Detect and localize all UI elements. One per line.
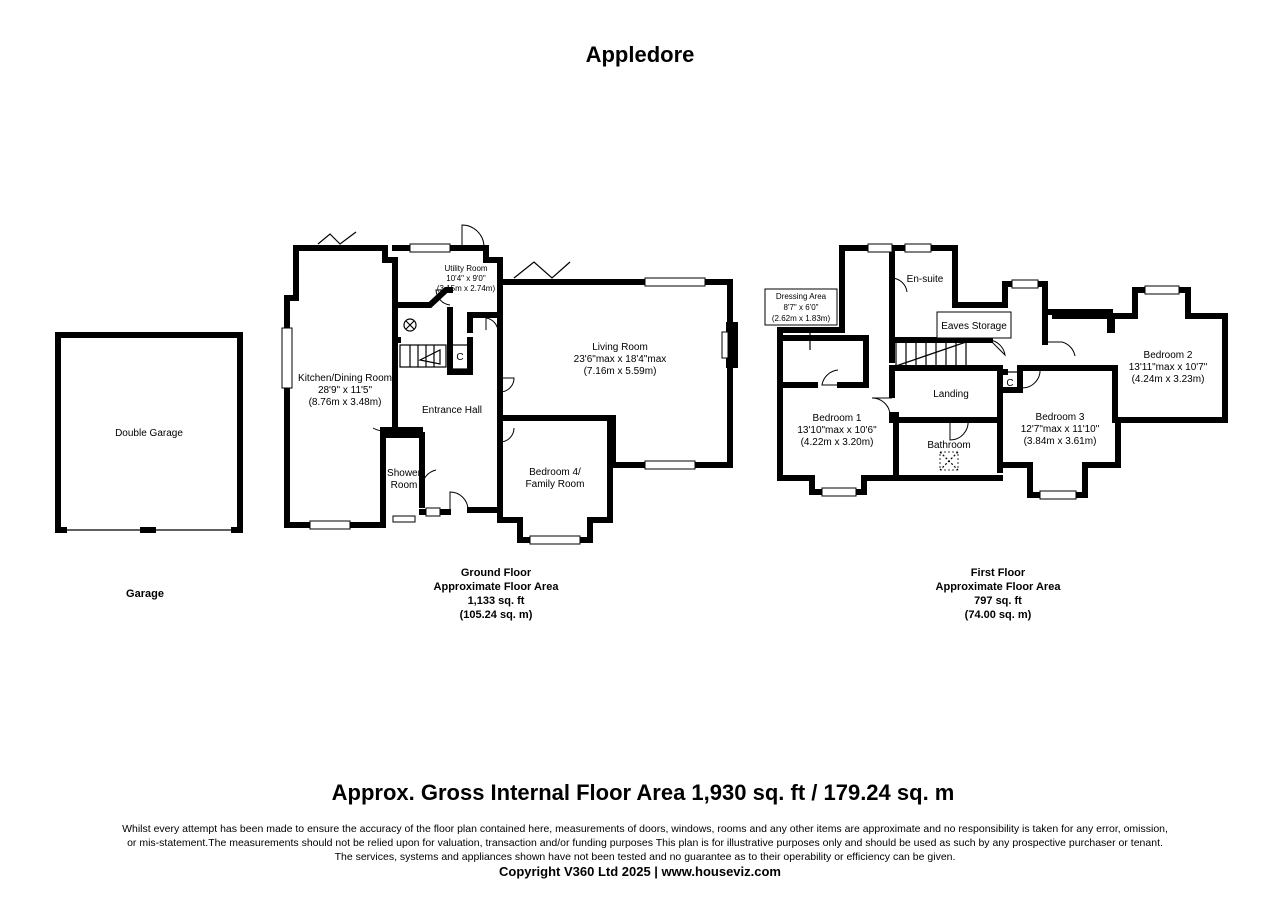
kitchen-door[interactable] [372, 405, 396, 432]
first-floor-area-sqft: 797 sq. ft [974, 595, 1022, 607]
bedroom1-window [821, 487, 857, 497]
room-label: Family Room [526, 479, 585, 490]
room-label: En-suite [907, 274, 944, 285]
room-dims: 8'7" x 6'0" [784, 303, 819, 312]
bifold-door[interactable] [317, 231, 357, 245]
ground-floor-area-sqm: (105.24 sq. m) [460, 609, 533, 621]
room-dims: 28'9" x 11'5" [318, 385, 373, 396]
front-door[interactable] [449, 491, 469, 511]
room-label: Entrance Hall [422, 405, 482, 416]
cupboard-label: C [1006, 378, 1013, 389]
bedroom1-window [867, 243, 893, 253]
landing-window [1011, 279, 1039, 289]
bedroom3-window [1039, 490, 1077, 500]
bifold-door[interactable] [513, 261, 571, 279]
kitchen-window [309, 520, 351, 530]
cupboard [451, 344, 469, 370]
utility-external-door[interactable] [461, 224, 485, 248]
room-dims: (4.22m x 3.20m) [801, 437, 874, 448]
room-label: Eaves Storage [941, 321, 1007, 332]
cupboard [1001, 371, 1019, 391]
living-window [644, 277, 706, 287]
room-label: Bedroom 1 [813, 413, 862, 424]
ensuite-window [904, 243, 932, 253]
dressing-area-box [764, 288, 838, 326]
room-label: Bedroom 4/ [529, 467, 581, 478]
kitchen-window [281, 327, 293, 389]
room-label: Landing [933, 389, 969, 400]
bedroom4-window [529, 535, 581, 545]
disclaimer-line: or mis-statement.The measurements should… [127, 837, 1163, 849]
bedroom3-door[interactable] [1021, 367, 1041, 389]
room-dims: 23'6"max x 18'4"max [574, 354, 667, 365]
cupboard-label: C [456, 352, 463, 363]
room-dims: 13'11"max x 10'7" [1129, 362, 1208, 373]
bedroom1-door[interactable] [871, 397, 892, 415]
room-label: Bathroom [927, 440, 970, 451]
room-label: Room [391, 480, 418, 491]
room-label: Living Room [592, 342, 648, 353]
garage-walls [55, 332, 243, 533]
ground-floor-plan: C Utility Room 10'4" x 9'0" (3.15m x 2.7… [281, 224, 738, 621]
garage-plan: Double Garage Garage [55, 332, 243, 600]
plan-title: Appledore [585, 42, 695, 67]
room-label: Double Garage [115, 428, 183, 439]
eaves-storage-box [936, 311, 1012, 339]
room-dims: 10'4" x 9'0" [446, 274, 486, 283]
skylight [939, 451, 959, 471]
living-window [644, 460, 696, 470]
bedroom4-door[interactable] [499, 427, 515, 443]
bathroom-door[interactable] [949, 419, 969, 441]
room-dims: (3.15m x 2.74m) [437, 284, 496, 293]
disclaimer: Whilst every attempt has been made to en… [60, 822, 1230, 864]
garage-post [140, 527, 156, 533]
first-floor-plan: Eaves Storage Dressing Area 8'7" x 6'0" … [764, 243, 1228, 621]
ground-floor-caption: Approximate Floor Area [434, 581, 560, 593]
ground-floor-area-sqft: 1,133 sq. ft [468, 595, 525, 607]
ground-stairs [399, 344, 447, 368]
bedroom2-window [1144, 285, 1180, 295]
first-floor-area-sqm: (74.00 sq. m) [965, 609, 1032, 621]
gross-floor-area: Approx. Gross Internal Floor Area 1,930 … [331, 780, 955, 805]
room-dims: (7.16m x 5.59m) [584, 366, 657, 377]
eaves-door[interactable] [989, 339, 1006, 357]
utility-door[interactable] [435, 289, 452, 306]
room-label: Kitchen/Dining Room [298, 373, 392, 384]
room-dims: (4.24m x 3.23m) [1132, 374, 1205, 385]
shower-window [392, 515, 416, 523]
copyright: Copyright V360 Ltd 2025 | www.houseviz.c… [498, 864, 781, 879]
bedroom2-door[interactable] [1045, 341, 1076, 357]
first-floor-caption: Approximate Floor Area [936, 581, 1062, 593]
room-label: Dressing Area [776, 292, 827, 301]
room-label: Bedroom 2 [1144, 350, 1193, 361]
hall-window [425, 507, 441, 517]
hall-door[interactable] [485, 317, 499, 333]
utility-window [409, 243, 451, 253]
room-dims: (3.84m x 3.61m) [1024, 436, 1097, 447]
shower-door[interactable] [421, 468, 437, 487]
room-label: Bedroom 3 [1036, 412, 1085, 423]
ensuite-door[interactable] [891, 277, 908, 295]
room-dims: (8.76m x 3.48m) [309, 397, 382, 408]
ground-floor-caption: Ground Floor [461, 567, 532, 579]
disclaimer-line: The services, systems and appliances sho… [334, 851, 956, 863]
room-dims: 13'10"max x 10'6" [797, 425, 877, 436]
living-door[interactable] [499, 377, 515, 393]
room-dims: 12'7"max x 11'10" [1021, 424, 1100, 435]
fireplace-hearth [721, 331, 729, 359]
room-dims: (2.62m x 1.83m) [772, 314, 831, 323]
first-floor-stairs [895, 341, 967, 367]
room-label: Shower [387, 468, 422, 479]
room-label: Utility Room [444, 264, 487, 273]
fireplace [726, 322, 738, 368]
garage-caption: Garage [126, 588, 164, 600]
boiler-symbol [403, 318, 417, 332]
dressing-door[interactable] [821, 369, 840, 386]
first-floor-caption: First Floor [971, 567, 1026, 579]
disclaimer-line: Whilst every attempt has been made to en… [122, 823, 1168, 835]
